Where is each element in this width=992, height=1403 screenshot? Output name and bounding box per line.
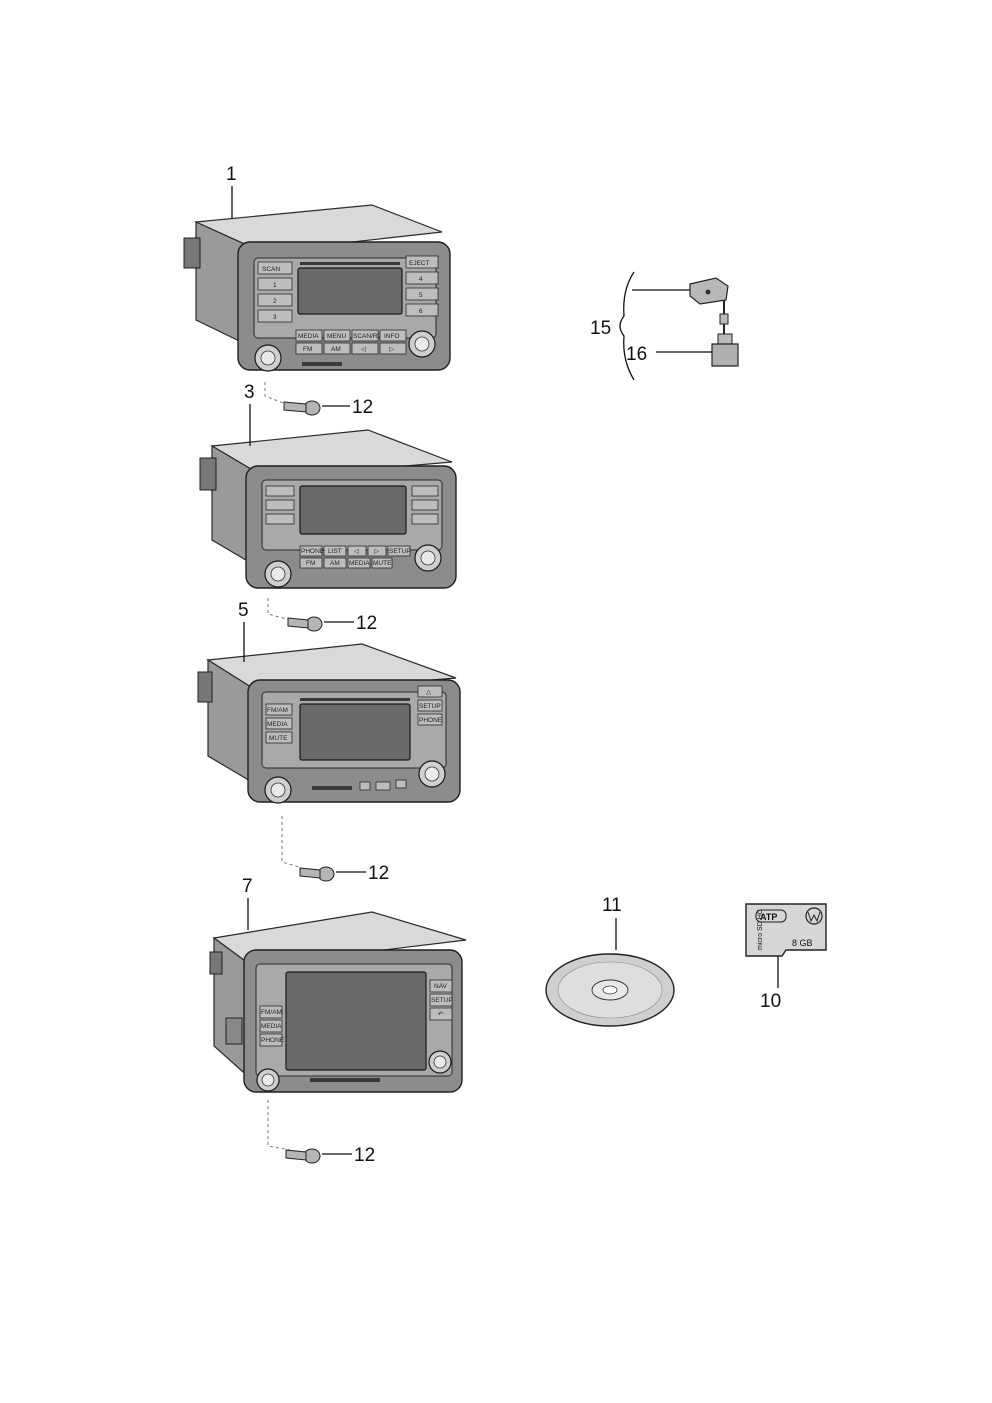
radio3-mute-label: MUTE [373,560,392,567]
radio-unit-3: PHONE LIST ◁ ▷ SETUP FM AM MEDIA MUTE [199,429,457,589]
callout-11: 11 [602,895,622,916]
radio1-key-2: 2 [273,298,277,305]
radio1-scan-label: SCAN [262,266,280,273]
radio1-key-3: 3 [273,314,277,321]
radio7-media-label: MEDIA [261,1023,282,1030]
sdcard-brand: ATP [760,912,777,922]
sdcard-type: micro SD HC [757,909,764,950]
radio1-am-label: AM [331,346,341,353]
radio5-eject-label: △ [426,689,432,696]
radio1-key-5: 5 [419,292,423,299]
radio7-phone-label: PHONE [261,1037,285,1044]
callout-12-d: 12 [354,1145,375,1166]
callout-12-c: 12 [368,863,389,884]
radio5-media-label: MEDIA [267,721,288,728]
radio1-media-label: MEDIA [298,333,319,340]
callout-1: 1 [226,164,237,185]
radio7-fmam-label: FM/AM [261,1009,282,1016]
callout-16: 16 [626,344,647,365]
callout-10: 10 [760,991,781,1012]
cd-disc-icon: 11 [545,895,675,1027]
callout-7: 7 [242,876,253,897]
radio1-info-label: INFO [384,333,400,340]
screw-icon: 12 [281,816,389,884]
radio3-list-label: LIST [328,548,342,555]
radio1-key-6: 6 [419,308,423,315]
radio1-next-label: ▷ [389,346,395,353]
radio7-setup-label: SETUP [431,997,453,1004]
radio1-key-4: 4 [419,276,423,283]
radio7-nav-label: NAV [434,983,448,990]
callout-3: 3 [244,382,255,403]
radio3-prev-label: ◁ [354,548,360,555]
radio5-setup-label: SETUP [419,703,441,710]
screw-icon: 12 [264,382,373,418]
callout-12-b: 12 [356,613,377,634]
radio-unit-5: FM/AM MEDIA MUTE △ SETUP PHONE [197,643,461,804]
radio1-eject-label: EJECT [409,260,430,267]
radio7-back-label: ↶ [438,1011,444,1018]
radio3-fm-label: FM [306,560,315,567]
radio3-am-label: AM [330,560,340,567]
callout-12-a: 12 [352,397,373,418]
radio1-key-1: 1 [273,282,277,289]
vw-logo-icon [805,907,823,925]
screw-icon: 12 [267,1100,375,1166]
radio5-phone-label: PHONE [419,717,443,724]
callout-5: 5 [238,600,249,621]
radio1-prev-label: ◁ [361,346,367,353]
micro-sd-card-icon: ATP micro SD HC 8 GB 10 [745,903,827,1012]
radio5-mute-label: MUTE [269,735,288,742]
callout-15: 15 [590,318,611,339]
radio3-phone-label: PHONE [301,548,325,555]
radio1-scanrpt-label: SCAN/RPT [353,333,386,340]
radio-unit-7: FM/AM MEDIA PHONE NAV SETUP ↶ [209,911,467,1093]
radio-unit-1: SCAN 1 2 3 EJECT 4 5 6 MEDIA MENU SCAN/R… [183,204,451,372]
radio3-next-label: ▷ [374,548,380,555]
sdcard-capacity: 8 GB [792,938,813,948]
radio3-setup-label: SETUP [389,548,411,555]
radio1-menu-label: MENU [327,333,346,340]
radio5-fmam-label: FM/AM [267,707,288,714]
radio3-media-label: MEDIA [349,560,370,567]
radio1-fm-label: FM [303,346,312,353]
antenna-connector-icon: 15 16 [590,271,739,381]
screw-icon: 12 [267,598,377,634]
